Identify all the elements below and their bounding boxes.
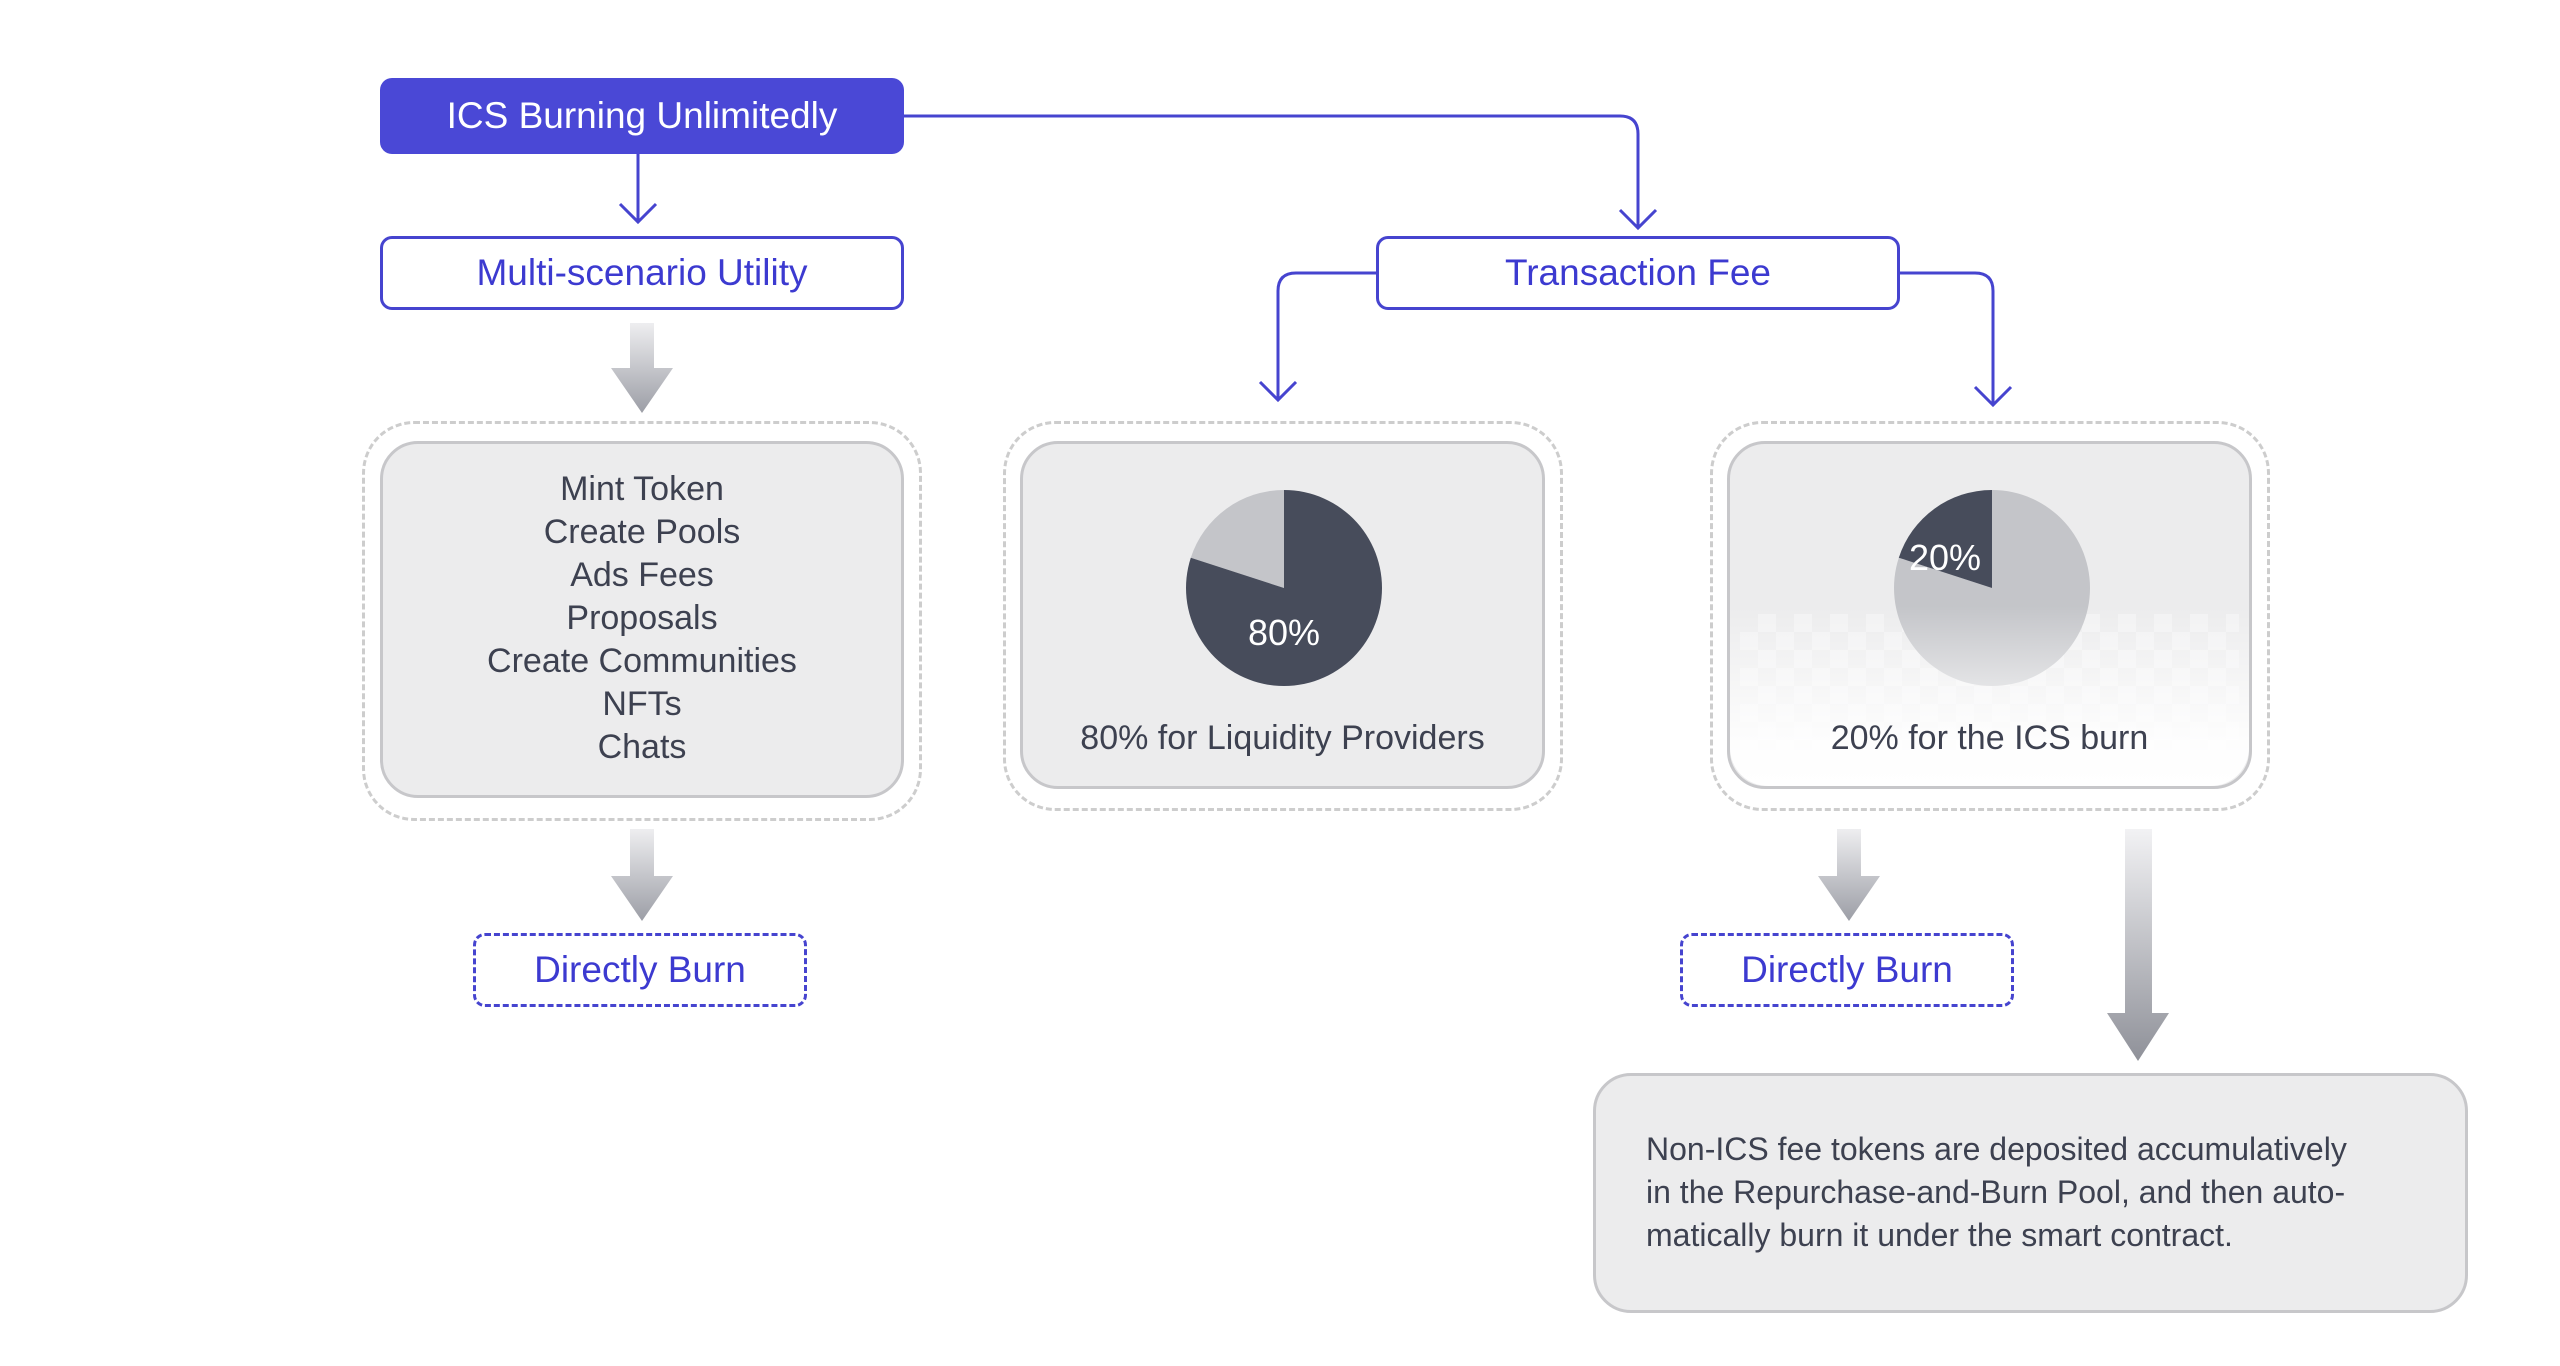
fee-burn-label: Directly Burn — [1741, 949, 1953, 990]
utility-item: Chats — [597, 728, 687, 766]
utility-burn-label: Directly Burn — [534, 949, 746, 990]
pie-slice-other — [1190, 490, 1284, 588]
pie-slice-share — [1898, 490, 1992, 588]
connector-root-to-fee — [904, 114, 1640, 228]
gray-arrow-burnshare-to-note — [2107, 829, 2169, 1061]
fee-node: Transaction Fee — [1376, 236, 1900, 310]
utility-card: Mint Token Create Pools Ads Fees Proposa… — [380, 441, 904, 798]
utility-item: Create Pools — [543, 513, 741, 551]
burn-share-frame — [1710, 421, 2270, 811]
gray-arrow-burnshare-to-burn — [1818, 829, 1880, 921]
utility-item: Mint Token — [560, 470, 724, 508]
root-label: ICS Burning Unlimitedly — [446, 95, 838, 136]
liquidity-frame — [1003, 421, 1563, 811]
utility-item: Ads Fees — [570, 556, 714, 594]
note-line: in the Repurchase-and-Burn Pool, and the… — [1646, 1174, 2346, 1210]
liquidity-pie-label: 80% — [1247, 612, 1321, 653]
note-line: Non-ICS fee tokens are deposited accumul… — [1646, 1131, 2347, 1167]
root-node: ICS Burning Unlimitedly — [380, 78, 904, 154]
gray-arrow-list-to-burn — [611, 829, 673, 921]
arrowhead-fee — [1618, 208, 1658, 231]
fee-burn-node: Directly Burn — [1680, 933, 2014, 1007]
utility-item: Create Communities — [487, 642, 797, 680]
utility-list: Mint Token Create Pools Ads Fees Proposa… — [383, 468, 901, 769]
liquidity-caption: 80% for Liquidity Providers — [1080, 719, 1485, 757]
burn-pie-label: 20% — [1908, 537, 1982, 578]
utility-burn-node: Directly Burn — [473, 933, 807, 1007]
connector-fee-to-burn — [1899, 271, 1995, 405]
gray-arrow-utility-to-list — [611, 323, 673, 413]
pie-slice-share — [1186, 490, 1383, 686]
repurchase-note: Non-ICS fee tokens are deposited accumul… — [1593, 1073, 2468, 1313]
arrowhead-burn — [1973, 385, 2013, 408]
fade-overlay — [1730, 606, 2249, 786]
burn-share-card: 20% 20% for the ICS burn — [1727, 441, 2252, 789]
utility-item: NFTs — [602, 685, 682, 723]
liquidity-card: 80% 80% for Liquidity Providers — [1020, 441, 1545, 789]
burn-caption: 20% for the ICS burn — [1830, 719, 2149, 757]
arrowhead-liquidity — [1258, 380, 1298, 403]
note-text: Non-ICS fee tokens are deposited accumul… — [1646, 1128, 2421, 1257]
fee-label: Transaction Fee — [1505, 252, 1771, 293]
utility-frame — [362, 421, 922, 821]
arrowhead-utility — [618, 202, 658, 225]
note-line: matically burn it under the smart contra… — [1646, 1217, 2233, 1253]
liquidity-pie — [1186, 490, 1383, 686]
utility-item: Proposals — [566, 599, 718, 637]
utility-node: Multi-scenario Utility — [380, 236, 904, 310]
connector-fee-to-liquidity — [1276, 271, 1378, 400]
utility-label: Multi-scenario Utility — [476, 252, 808, 293]
